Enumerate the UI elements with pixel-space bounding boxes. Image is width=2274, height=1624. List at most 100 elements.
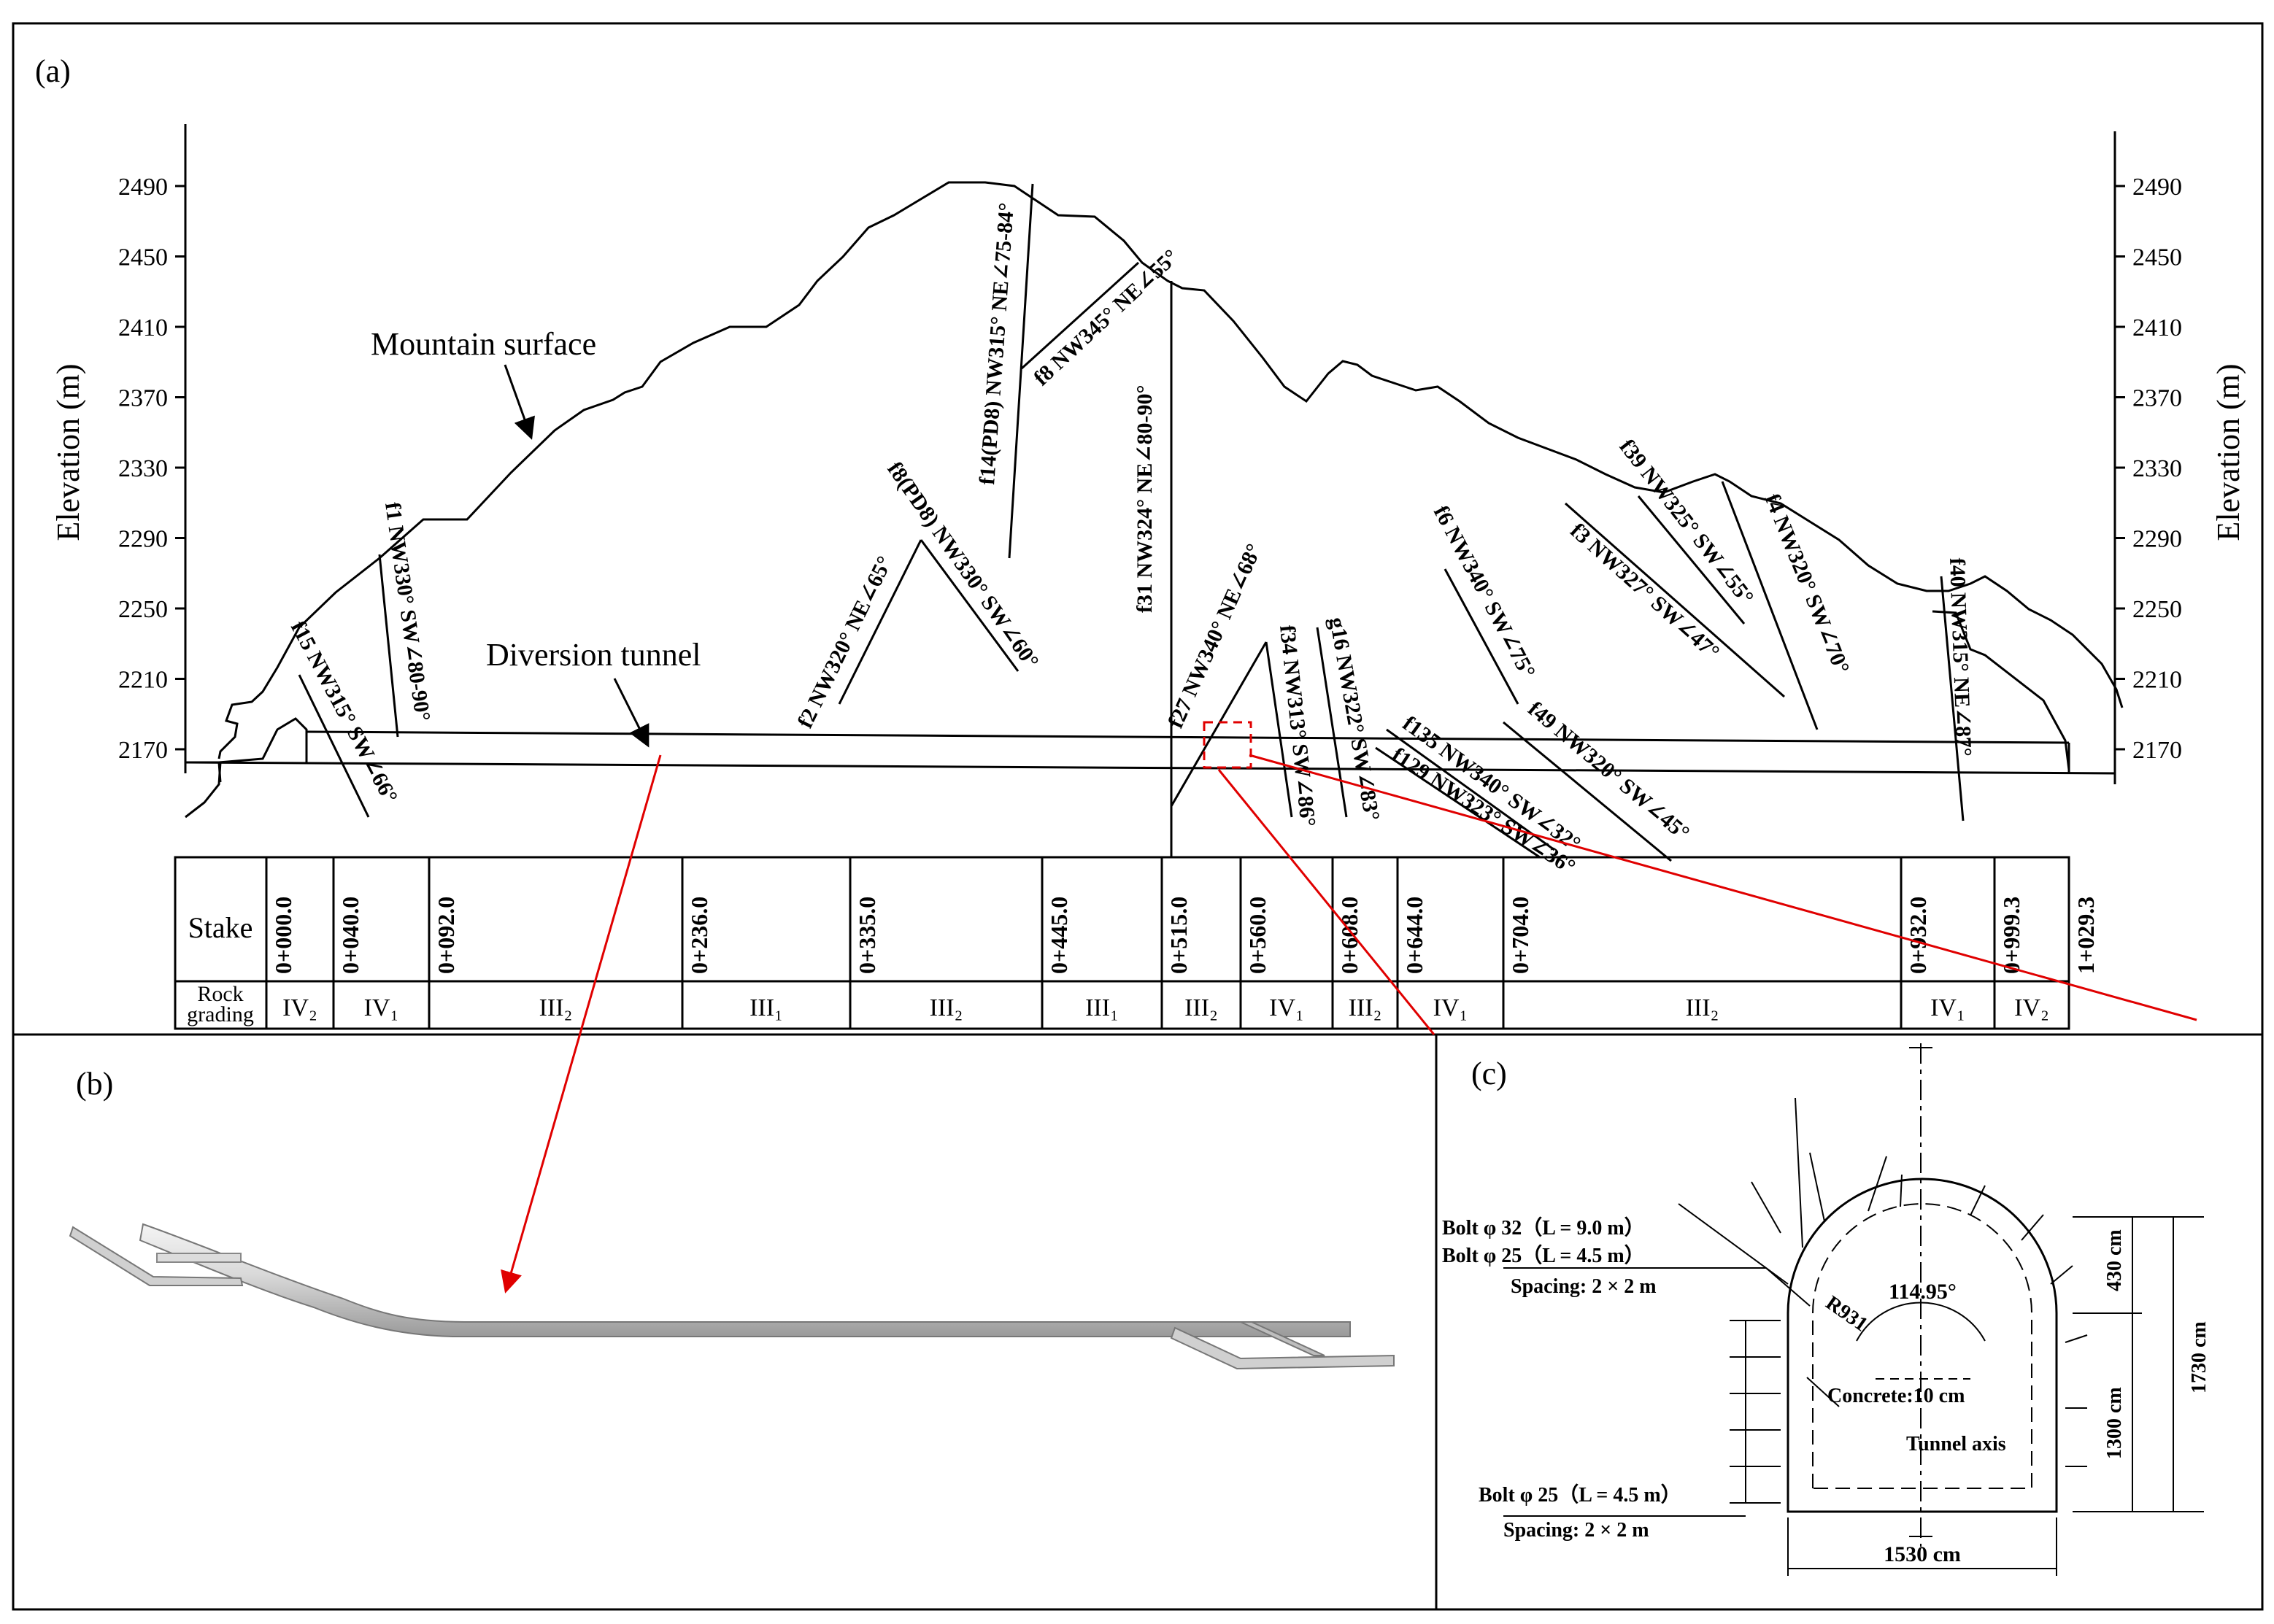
- left-portal-ground: [185, 762, 222, 819]
- stake-value: 0+560.0: [1244, 897, 1271, 974]
- fault-label-f34: f34 NW313° SW∠86°: [1275, 624, 1320, 827]
- rock-grade-value: III₁: [1085, 994, 1119, 1021]
- fault-label-f6: f6 NW340° SW∠75°: [1429, 502, 1540, 682]
- stake-value: 0+092.0: [433, 897, 459, 974]
- bolt-leader-upper-diag: [1765, 1267, 1811, 1307]
- rock-grade-value: IV₁: [1930, 994, 1965, 1021]
- stake-value: 0+000.0: [270, 897, 296, 974]
- bolt-7: [2065, 1334, 2088, 1343]
- stake-header: Stake: [188, 911, 253, 944]
- rock-grade-value: III₁: [749, 994, 783, 1021]
- fault-label-f8: f8 NW345° NE∠55°: [1029, 244, 1183, 390]
- fault-label-f27: f27 NW340° NE∠68°: [1163, 541, 1266, 732]
- diversion-tunnel-label: Diversion tunnel: [486, 637, 701, 673]
- fault-f27-line: [1170, 641, 1268, 807]
- bolt-5: [2021, 1214, 2044, 1241]
- rock-grade-value: IV₁: [364, 994, 399, 1021]
- stake-value: 1+029.3: [2073, 897, 2099, 974]
- stake-value: 0+515.0: [1165, 897, 1192, 974]
- tunnel-3d-main-pipe: [139, 1223, 1351, 1337]
- dim-1530-label: 1530 cm: [1884, 1542, 1961, 1566]
- fault-f4-line: [1721, 481, 1819, 730]
- tunnel-outer-profile: [1787, 1178, 2058, 1513]
- outer-frame: [12, 22, 2264, 1611]
- axis-tick-label: 2250: [2132, 596, 2182, 623]
- bolt-32-label: Bolt φ 32（L = 9.0 m）: [1442, 1215, 1645, 1240]
- fault-f40-line: [1940, 576, 1965, 821]
- stake-value: 0+608.0: [1336, 897, 1363, 974]
- stake-value: 0+999.3: [1998, 897, 2024, 974]
- y-axis-title-left: Elevation (m): [50, 363, 86, 541]
- spacing-upper-label: Spacing: 2 × 2 m: [1511, 1275, 1657, 1298]
- fault-f8-line: [1020, 261, 1140, 370]
- axis-tick-label: 2210: [118, 667, 168, 694]
- dimension-lines: [1787, 1216, 2204, 1576]
- axis-tick-label: 2210: [2132, 667, 2182, 694]
- connector-to-panel-c-1: [1217, 769, 1435, 1035]
- fault-label-f8pd8: f8(PD8) NW330° SW∠60°: [882, 457, 1044, 673]
- arch-angle-arc: [1856, 1302, 1986, 1342]
- rock-grade-value: III₂: [1184, 994, 1218, 1021]
- fault-f129-line: [1375, 746, 1541, 859]
- mountain-surface-label: Mountain surface: [371, 326, 596, 362]
- rock-grade-value: IV₂: [282, 994, 317, 1021]
- axis-tick-label: 2490: [118, 174, 168, 201]
- dim-430-label: 430 cm: [2103, 1229, 2126, 1291]
- stake-value: 0+445.0: [1046, 897, 1072, 974]
- stake-value: 0+040.0: [337, 897, 363, 974]
- panel-c-label: (c): [1471, 1056, 1507, 1091]
- fault-label-f14: f14(PD8) NW315° NE∠75-84°: [975, 202, 1019, 486]
- axis-tick-label: 2170: [118, 737, 168, 764]
- mountain-surface-arrow: [504, 364, 535, 440]
- axis-tick-label: 2410: [2132, 314, 2182, 341]
- detail-highlight-box: [1203, 721, 1252, 769]
- axis-tick-label: 2450: [2132, 244, 2182, 271]
- axis-tick-label: 2450: [118, 244, 168, 271]
- tunnel-3d-right-adit: [1170, 1326, 1395, 1370]
- fault-labels: f15 NW315° SW∠66° f1 NW330° SW∠80-90° f2…: [286, 202, 1976, 879]
- fault-g16-line: [1316, 627, 1348, 818]
- fault-f49-line: [1503, 721, 1672, 862]
- right-portal-terrain: [1932, 610, 2070, 770]
- stake-table-border: [174, 856, 2070, 1030]
- concrete-label: Concrete:10 cm: [1827, 1385, 1965, 1407]
- rock-grade-value: III₂: [930, 994, 963, 1021]
- fault-f135-line: [1386, 728, 1555, 851]
- angle-label: 114.95°: [1889, 1280, 1957, 1304]
- y-axis-title-right: Elevation (m): [2211, 363, 2246, 541]
- bolt-2: [1809, 1152, 1825, 1222]
- fault-f14-line: [1008, 183, 1034, 559]
- tunnel-bottom-line: [185, 761, 2116, 775]
- tunnel-axis-label: Tunnel axis: [1906, 1433, 2006, 1455]
- tunnel-3d-right-connector: [1240, 1321, 1325, 1356]
- fault-f39-line: [1637, 495, 1746, 625]
- tunnel-3d-left-connector: [156, 1253, 242, 1263]
- fault-label-f15: f15 NW315° SW∠66°: [286, 617, 402, 807]
- stake-value: 0+236.0: [686, 897, 712, 974]
- fault-f8pd8-line: [920, 539, 1020, 672]
- axis-tick-label: 2490: [2132, 174, 2182, 201]
- axis-tick-label: 2370: [2132, 385, 2182, 412]
- stake-value: 0+704.0: [1507, 897, 1533, 974]
- dim-1730-label: 1730 cm: [2188, 1321, 2211, 1393]
- bolt-1: [1751, 1181, 1781, 1234]
- stake-columns: 0+000.0IV₂0+040.0IV₁0+092.0III₂0+236.0II…: [270, 857, 2099, 1029]
- axis-tick-label: 2290: [118, 526, 168, 553]
- axis-tick-label: 2330: [118, 455, 168, 482]
- tunnel-3d-left-adit: [69, 1226, 244, 1286]
- rock-grade-value: III₂: [1349, 994, 1382, 1021]
- fault-lines: [298, 183, 1965, 862]
- bolt-25-upper-label: Bolt φ 25（L = 4.5 m）: [1442, 1243, 1645, 1267]
- stake-value: 0+644.0: [1401, 897, 1427, 974]
- rock-grade-value: III₂: [539, 994, 573, 1021]
- fault-f2-line: [838, 539, 922, 705]
- axis-tick-label: 2290: [2132, 526, 2182, 553]
- axis-tick-label: 2250: [118, 596, 168, 623]
- bolt-4: [1970, 1185, 1986, 1216]
- panel-b: (b): [69, 1066, 1395, 1370]
- spacing-lower-label: Spacing: 2 × 2 m: [1503, 1519, 1649, 1542]
- bolt-3: [1900, 1174, 1903, 1207]
- rock-bolts: [1678, 1097, 2088, 1504]
